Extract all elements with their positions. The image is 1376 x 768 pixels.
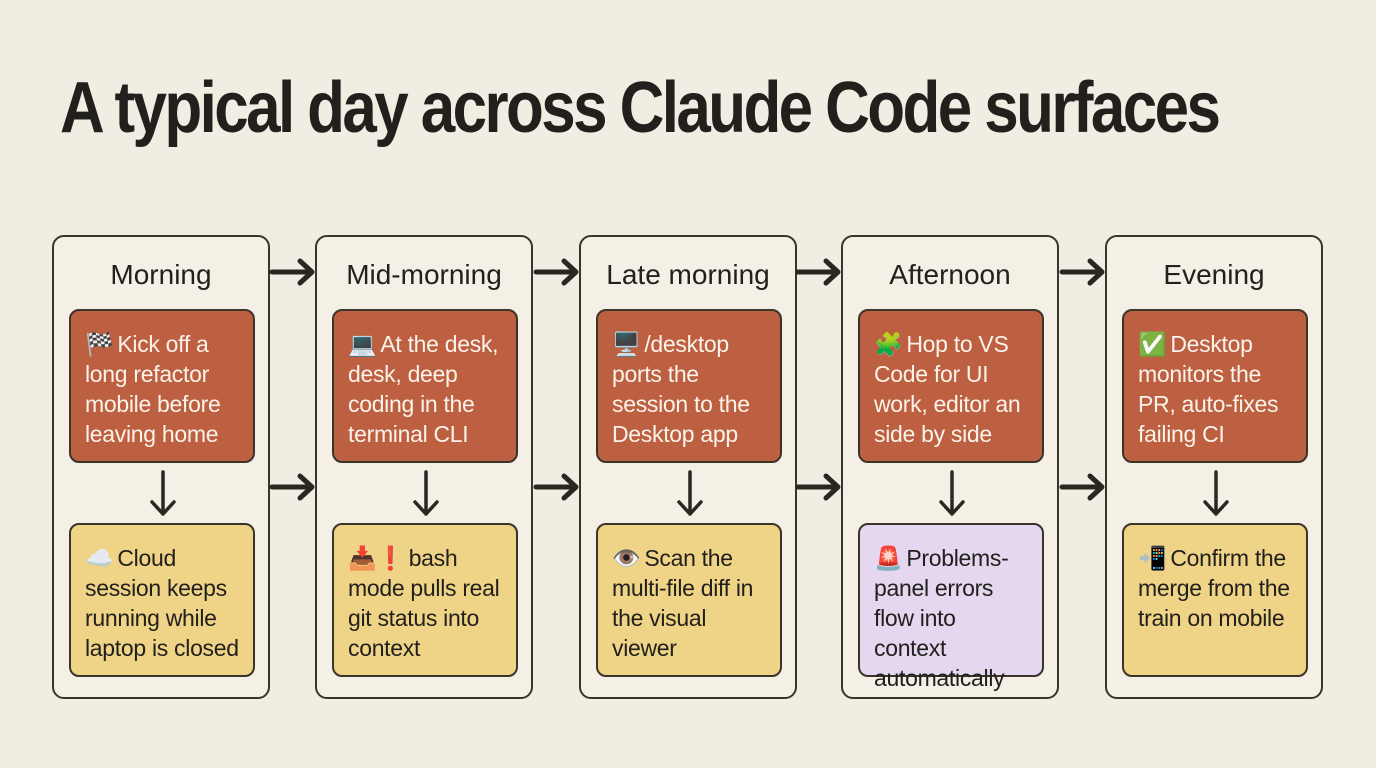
page-title: A typical day across Claude Code surface… (60, 68, 1221, 148)
column-afternoon: Afternoon 🧩Hop to VS Code for UI work, e… (841, 235, 1059, 699)
activity-card-bottom: 🚨Problems-panel errors flow into context… (858, 523, 1044, 691)
activity-card-bottom: 📲Confirm the merge from the train on mob… (1122, 523, 1308, 677)
column-heading: Late morning (606, 259, 770, 290)
activity-card-top: 🏁Kick off a long refactor mobile before … (69, 309, 255, 463)
activity-card-top: 🖥️/desktop ports the session to the Desk… (596, 309, 782, 463)
card-text: Desktop monitors the PR, auto-fixes fail… (1138, 331, 1279, 447)
activity-card-top: ✅Desktop monitors the PR, auto-fixes fai… (1122, 309, 1308, 463)
inbox-alert-icon: 📥❗ (348, 545, 405, 571)
column-heading: Evening (1163, 259, 1265, 290)
activity-card-bottom: 📥❗bash mode pulls real git status into c… (332, 523, 518, 677)
right-arrow-icon (795, 473, 841, 501)
laptop-icon: 💻 (348, 331, 377, 357)
column-morning: Morning 🏁Kick off a long refactor mobile… (52, 235, 270, 699)
right-arrow-icon (1059, 473, 1105, 501)
right-arrow-icon (533, 473, 579, 501)
eye-icon: 👁️ (612, 545, 641, 571)
card-text: Scan the multi-file diff in the visual v… (612, 545, 754, 661)
activity-card-bottom: ☁️Cloud session keeps running while lapt… (69, 523, 255, 677)
column-heading: Mid-morning (346, 259, 502, 290)
activity-card-bottom: 👁️Scan the multi-file diff in the visual… (596, 523, 782, 677)
siren-icon: 🚨 (874, 545, 903, 571)
down-arrow-icon (939, 470, 965, 516)
card-text: Hop to VS Code for UI work, editor an si… (874, 331, 1021, 447)
right-arrow-icon (269, 258, 315, 286)
column-late-morning: Late morning 🖥️/desktop ports the sessio… (579, 235, 797, 699)
column-evening: Evening ✅Desktop monitors the PR, auto-f… (1105, 235, 1323, 699)
down-arrow-icon (413, 470, 439, 516)
down-arrow-icon (150, 470, 176, 516)
card-text: Cloud session keeps running while laptop… (85, 545, 239, 661)
down-arrow-icon (677, 470, 703, 516)
column-mid-morning: Mid-morning 💻At the desk, desk, deep cod… (315, 235, 533, 699)
right-arrow-icon (533, 258, 579, 286)
card-text: At the desk, desk, deep coding in the te… (348, 331, 499, 447)
card-text: Kick off a long refactor mobile before l… (85, 331, 221, 447)
right-arrow-icon (1059, 258, 1105, 286)
down-arrow-icon (1203, 470, 1229, 516)
activity-card-top: 💻At the desk, desk, deep coding in the t… (332, 309, 518, 463)
check-mark-icon: ✅ (1138, 331, 1167, 357)
column-heading: Afternoon (889, 259, 1011, 290)
card-text: Problems-panel errors flow into context … (874, 545, 1009, 691)
puzzle-piece-icon: 🧩 (874, 331, 903, 357)
right-arrow-icon (795, 258, 841, 286)
cloud-icon: ☁️ (85, 545, 114, 571)
card-text: Confirm the merge from the train on mobi… (1138, 545, 1290, 631)
card-text: bash mode pulls real git status into con… (348, 545, 500, 661)
mobile-phone-arrow-icon: 📲 (1138, 545, 1167, 571)
checkered-flag-icon: 🏁 (85, 331, 114, 357)
card-text: /desktop ports the session to the Deskto… (612, 331, 750, 447)
activity-card-top: 🧩Hop to VS Code for UI work, editor an s… (858, 309, 1044, 463)
desktop-computer-icon: 🖥️ (612, 331, 641, 357)
column-heading: Morning (110, 259, 212, 290)
right-arrow-icon (269, 473, 315, 501)
